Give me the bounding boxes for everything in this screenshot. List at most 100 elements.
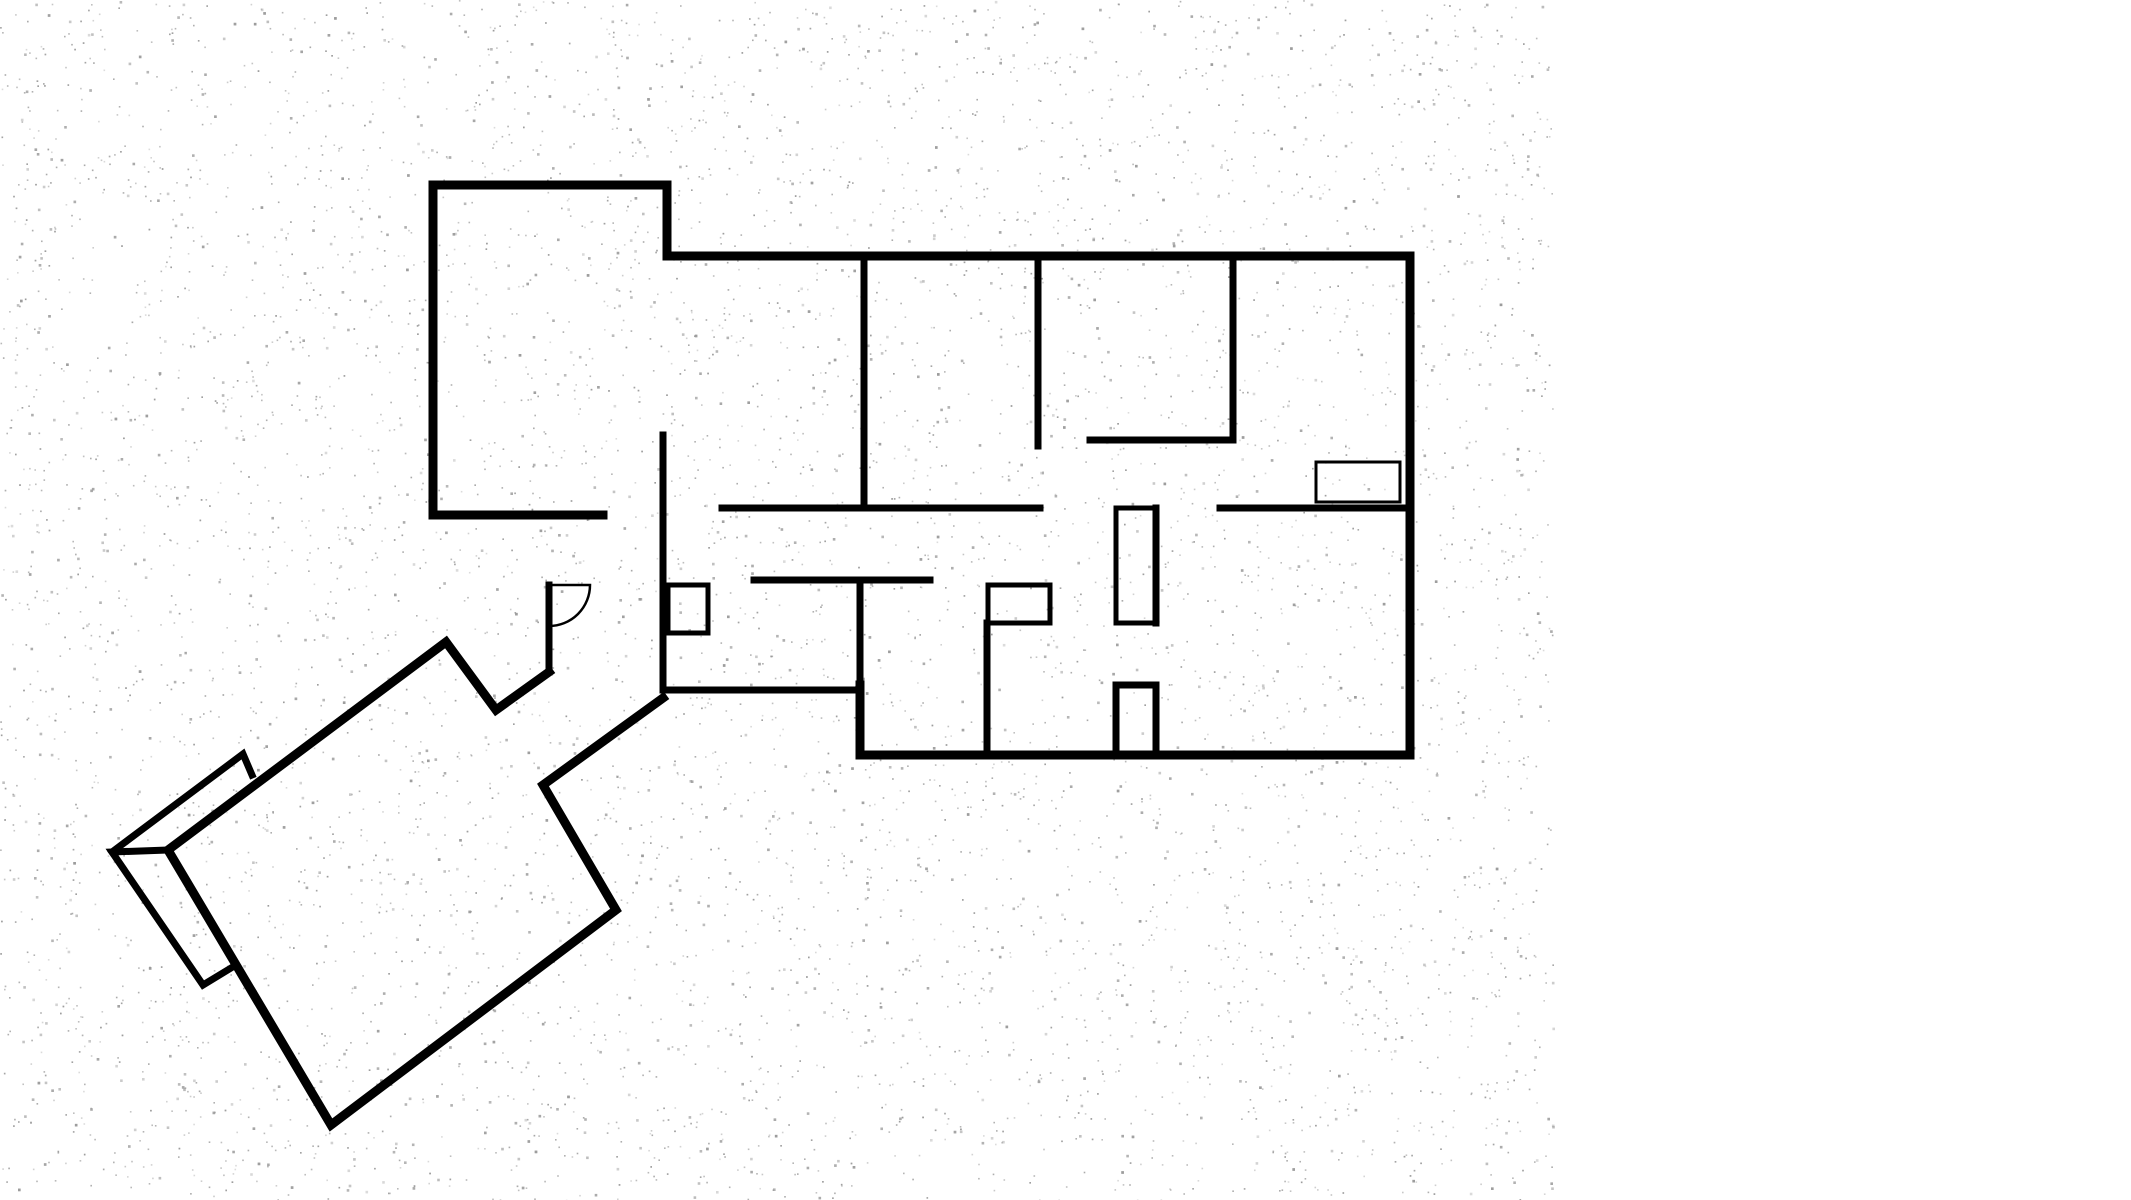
noise-speck [564,1072,567,1074]
noise-speck [1234,895,1236,898]
noise-speck [1523,757,1525,760]
noise-speck [518,3,521,6]
noise-speck [95,678,99,681]
noise-speck [1325,593,1327,596]
noise-speck [1208,446,1211,449]
noise-speck [1295,519,1297,522]
noise-speck [529,668,531,670]
noise-speck [790,880,793,883]
noise-speck [373,859,375,862]
noise-speck [1291,1035,1294,1038]
noise-speck [369,207,371,210]
noise-speck [803,928,806,931]
noise-speck [921,29,924,32]
noise-speck [1033,1175,1036,1177]
noise-speck [1455,918,1457,921]
noise-speck [679,611,682,614]
noise-speck [1084,56,1087,60]
noise-speck [900,302,902,305]
noise-speck [618,304,621,308]
noise-speck [1339,79,1342,81]
noise-speck [871,1040,874,1043]
noise-speck [1017,905,1019,908]
noise-speck [1552,408,1554,410]
noise-speck [1008,542,1011,545]
noise-speck [1368,617,1371,619]
noise-speck [997,266,1000,269]
noise-speck [274,236,276,239]
noise-speck [559,939,562,943]
noise-speck [1302,144,1305,146]
noise-speck [1055,645,1059,649]
noise-speck [26,323,28,326]
noise-speck [1444,992,1447,995]
noise-speck [224,271,227,273]
noise-speck [159,740,162,743]
noise-speck [1302,329,1304,332]
noise-speck [345,537,347,539]
noise-speck [1097,701,1100,705]
noise-speck [83,397,85,399]
noise-speck [1524,676,1527,678]
noise-speck [324,945,328,948]
noise-speck [888,831,891,834]
noise-speck [53,1099,55,1102]
noise-speck [1436,704,1439,707]
noise-speck [879,37,882,39]
noise-speck [1328,452,1330,454]
noise-speck [91,33,94,36]
noise-speck [65,947,68,950]
noise-speck [1371,44,1374,47]
noise-speck [674,202,676,204]
noise-speck [157,199,160,202]
noise-speck [685,929,687,932]
noise-speck [1369,59,1371,61]
noise-speck [1181,423,1184,425]
noise-speck [225,406,227,408]
noise-speck [1424,468,1428,471]
noise-speck [1327,1087,1329,1089]
noise-speck [1208,224,1211,226]
noise-speck [1284,1180,1286,1183]
noise-speck [13,829,16,832]
noise-speck [185,846,188,849]
noise-speck [222,409,226,413]
noise-speck [327,602,329,605]
noise-speck [359,435,362,437]
noise-speck [622,319,625,322]
noise-speck [1540,561,1543,563]
noise-speck [1420,855,1423,858]
noise-speck [999,287,1002,290]
noise-speck [1212,829,1215,831]
noise-speck [556,1108,559,1111]
noise-speck [1463,262,1467,266]
noise-speck [979,214,981,217]
noise-speck [35,483,37,486]
noise-speck [699,830,702,833]
noise-speck [1153,28,1155,30]
noise-speck [922,702,924,704]
noise-speck [222,37,226,41]
noise-speck [142,1166,145,1168]
noise-speck [1187,149,1189,152]
noise-speck [1292,1122,1295,1124]
noise-speck [1163,33,1167,36]
noise-speck [730,719,733,721]
noise-speck [1029,118,1031,121]
noise-speck [398,812,400,814]
noise-speck [1539,705,1542,708]
noise-speck [1002,904,1004,907]
noise-speck [229,984,231,986]
noise-speck [185,1109,187,1112]
noise-speck [1535,1159,1539,1162]
noise-speck [496,622,499,624]
noise-speck [1478,506,1481,508]
noise-speck [929,30,931,33]
noise-speck [449,894,452,896]
noise-speck [350,893,353,896]
noise-speck [345,1066,348,1069]
noise-speck [1428,427,1430,430]
noise-speck [230,103,232,106]
noise-speck [642,1074,644,1077]
noise-speck [788,668,792,672]
